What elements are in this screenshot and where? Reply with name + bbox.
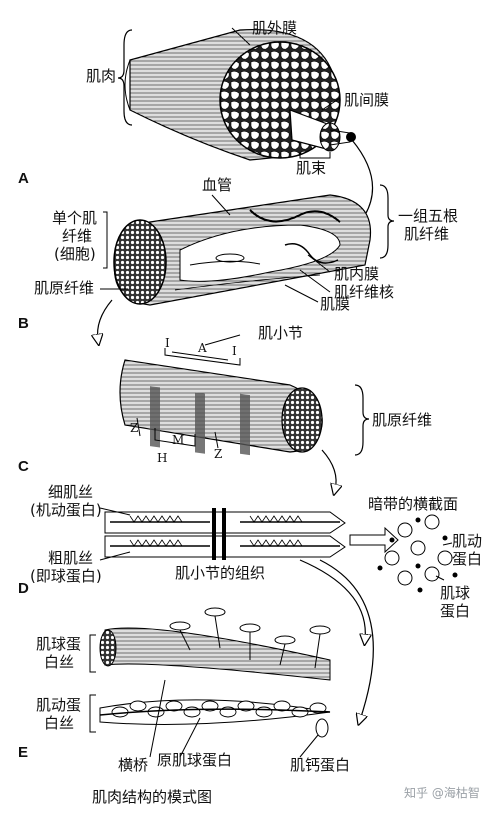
label-a-band-cross-section: 暗带的横截面 xyxy=(368,495,459,513)
label-perimysium: 肌间膜 xyxy=(344,91,390,109)
label-myosin-1: 肌球 xyxy=(440,584,471,602)
label-actin-filament-2: 白丝 xyxy=(44,714,75,732)
label-m-line: M xyxy=(172,433,185,447)
label-i-band-1: I xyxy=(165,336,170,350)
label-single-fiber-1: 单个肌 xyxy=(52,209,98,227)
label-fiber-nucleus: 肌纤维核 xyxy=(334,283,395,301)
panel-letter-b: B xyxy=(18,315,29,332)
label-myosin-2: 蛋白 xyxy=(440,602,471,620)
watermark: 知乎 @海枯智 xyxy=(404,786,480,800)
label-a-band: A xyxy=(198,341,207,355)
label-single-fiber-2: 纤维 xyxy=(62,227,93,245)
panel-a-muscle xyxy=(117,27,374,216)
label-tropomyosin: 原肌球蛋白 xyxy=(157,751,233,769)
label-fiber-group-2: 肌纤维 xyxy=(404,225,450,243)
label-z-line-2: Z xyxy=(214,447,223,461)
panel-e-filaments xyxy=(89,607,331,758)
panel-letter-c: C xyxy=(18,458,29,475)
label-blood-vessel: 血管 xyxy=(202,176,233,194)
label-h-zone: H xyxy=(157,451,168,465)
label-muscle: 肌肉 xyxy=(86,67,117,85)
label-thick-filament-2: (即球蛋白) xyxy=(30,567,102,585)
label-thin-filament-2: (机动蛋白) xyxy=(30,501,102,519)
label-endomysium: 肌内膜 xyxy=(334,265,380,283)
label-myosin-filament-2: 白丝 xyxy=(44,653,75,671)
label-sarcomere: 肌小节 xyxy=(258,324,304,342)
panel-letter-d: D xyxy=(18,580,29,597)
label-epimysium: 肌外膜 xyxy=(252,19,298,37)
label-actin-1: 肌动 xyxy=(452,532,483,550)
panel-letter-e: E xyxy=(18,744,29,761)
label-myofibril-b: 肌原纤维 xyxy=(34,279,95,297)
figure-caption: 肌肉结构的模式图 xyxy=(92,788,213,806)
panel-c-myofibril xyxy=(119,334,370,490)
label-crossbridge: 横桥 xyxy=(118,756,149,774)
label-fascicle: 肌束 xyxy=(296,159,327,177)
label-z-line-1: Z xyxy=(130,421,139,435)
panel-letter-a: A xyxy=(18,170,29,187)
label-sarcomere-organisation: 肌小节的组织 xyxy=(175,564,266,582)
label-thin-filament-1: 细肌丝 xyxy=(48,483,94,501)
label-myosin-filament-1: 肌球蛋 xyxy=(36,635,82,653)
label-actin-2: 蛋白 xyxy=(452,550,483,568)
label-single-fiber-3: (细胞) xyxy=(54,245,96,263)
label-i-band-2: I xyxy=(232,344,237,358)
label-fiber-group-1: 一组五根 xyxy=(398,207,459,225)
label-thick-filament-1: 粗肌丝 xyxy=(48,549,94,567)
label-myofibril-c: 肌原纤维 xyxy=(372,411,433,429)
label-sarcolemma: 肌膜 xyxy=(320,295,351,313)
panel-b-fibres xyxy=(98,184,395,340)
panel-d-sarcomere xyxy=(99,507,458,720)
label-troponin: 肌钙蛋白 xyxy=(290,756,351,774)
label-actin-filament-1: 肌动蛋 xyxy=(36,696,82,714)
